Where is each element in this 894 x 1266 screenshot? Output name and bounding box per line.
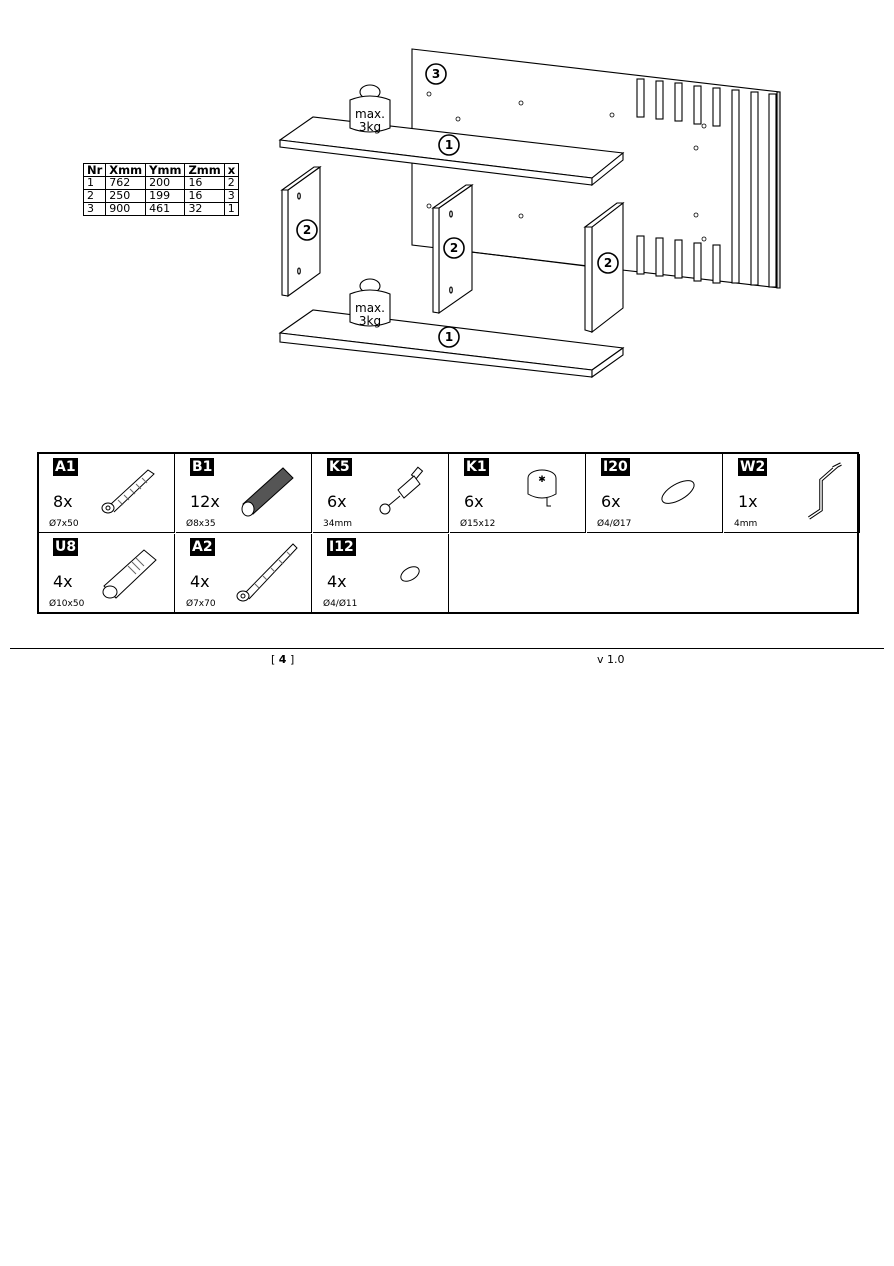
dowel-icon (233, 460, 303, 524)
hardware-quantity: 8x (53, 492, 73, 511)
hardware-item-a1: A1 8x Ø7x50 (39, 454, 175, 533)
table-cell: 1 (82, 176, 107, 190)
hardware-item-u8: U8 4x Ø10x50 (39, 534, 175, 613)
svg-text:1: 1 (445, 138, 453, 152)
table-cell: 900 (105, 202, 147, 216)
back-panel-slats (636, 78, 777, 288)
hardware-item-k5: K5 6x 34mm (313, 454, 449, 533)
version-label: v 1.0 (597, 653, 625, 666)
table-cell: 200 (145, 176, 186, 190)
hardware-item-a2: A2 4x Ø7x70 (176, 534, 312, 613)
table-cell: 461 (145, 202, 186, 216)
svg-text:2: 2 (604, 256, 612, 270)
part-label-2-right: 2 (597, 252, 619, 274)
table-cell: 3 (82, 202, 107, 216)
assembly-drawing: max. 3kg max. 3kg 3 1 1 2 2 2 (278, 48, 781, 379)
hardware-item-w2: W2 1x 4mm (724, 454, 860, 533)
table-cell: 16 (184, 176, 225, 190)
column-header: Xmm (105, 163, 147, 177)
weight-limit-line1: max. (355, 301, 385, 315)
hardware-quantity: 6x (327, 492, 347, 511)
hardware-quantity: 4x (53, 572, 73, 591)
hardware-item-k1: K1 6x Ø15x12 ✱ (450, 454, 586, 533)
table-cell: 16 (184, 189, 225, 203)
hardware-size: Ø4/Ø11 (323, 599, 358, 609)
part-label-1-top: 1 (438, 134, 460, 156)
column-header: x (223, 163, 240, 177)
page-number: [ 4 ] (271, 653, 295, 666)
weight-limit-line2: 3kg (359, 314, 381, 328)
table-cell: 3 (223, 189, 240, 203)
hardware-code: K1 (464, 458, 489, 476)
hardware-code: I20 (601, 458, 630, 476)
svg-text:✱: ✱ (538, 475, 546, 485)
screw-icon (96, 460, 166, 524)
svg-text:3: 3 (432, 67, 440, 81)
hardware-size: Ø7x50 (49, 519, 79, 529)
table-cell: 32 (184, 202, 225, 216)
hardware-size: Ø8x35 (186, 519, 216, 529)
hardware-code: B1 (190, 458, 215, 476)
cover-cap-icon (644, 460, 714, 524)
hardware-size: Ø10x50 (49, 599, 85, 609)
table-cell: 762 (105, 176, 147, 190)
small-cap-icon (370, 540, 440, 604)
hardware-item-b1: B1 12x Ø8x35 (176, 454, 312, 533)
column-header: Nr (82, 163, 107, 177)
table-cell: 250 (105, 189, 147, 203)
long-screw-icon (233, 540, 303, 608)
hardware-quantity: 6x (601, 492, 621, 511)
hardware-item-i12: I12 4x Ø4/Ø11 (313, 534, 449, 613)
svg-text:2: 2 (450, 241, 458, 255)
hardware-code: K5 (327, 458, 352, 476)
hardware-code: I12 (327, 538, 356, 556)
hardware-item-i20: I20 6x Ø4/Ø17 (587, 454, 723, 533)
hardware-size: 4mm (734, 519, 758, 529)
cam-lock-icon: ✱ (507, 460, 577, 524)
hardware-code: U8 (53, 538, 79, 556)
table-cell: 1 (223, 202, 240, 216)
hardware-code: A2 (190, 538, 215, 556)
svg-text:2: 2 (303, 223, 311, 237)
hardware-code: A1 (53, 458, 78, 476)
weight-limit-line2: 3kg (359, 120, 381, 134)
hardware-quantity: 1x (738, 492, 758, 511)
hardware-quantity: 12x (190, 492, 220, 511)
weight-icon-bottom: max. 3kg (349, 278, 391, 328)
hardware-code: W2 (738, 458, 768, 476)
svg-text:1: 1 (445, 330, 453, 344)
hardware-size: Ø4/Ø17 (597, 519, 632, 529)
footer-divider (10, 648, 884, 649)
column-header: Ymm (145, 163, 186, 177)
table-cell: 2 (82, 189, 107, 203)
wall-plug-icon (96, 540, 166, 604)
hardware-quantity: 6x (464, 492, 484, 511)
allen-key-icon (781, 460, 851, 524)
weight-icon-top: max. 3kg (349, 84, 391, 134)
hardware-quantity: 4x (190, 572, 210, 591)
table-cell: 2 (223, 176, 240, 190)
part-label-3: 3 (425, 63, 447, 85)
part-label-2-middle: 2 (443, 237, 465, 259)
hardware-list: A1 8x Ø7x50 B1 12x Ø8x35 K5 6x 34mm K1 6… (37, 452, 860, 614)
table-cell: 199 (145, 189, 186, 203)
cam-bolt-icon (370, 460, 440, 524)
column-header: Zmm (184, 163, 225, 177)
weight-limit-line1: max. (355, 107, 385, 121)
hardware-quantity: 4x (327, 572, 347, 591)
part-label-1-bottom: 1 (438, 326, 460, 348)
hardware-size: Ø7x70 (186, 599, 216, 609)
part-label-2-left: 2 (296, 219, 318, 241)
hardware-size: 34mm (323, 519, 352, 529)
hardware-size: Ø15x12 (460, 519, 496, 529)
